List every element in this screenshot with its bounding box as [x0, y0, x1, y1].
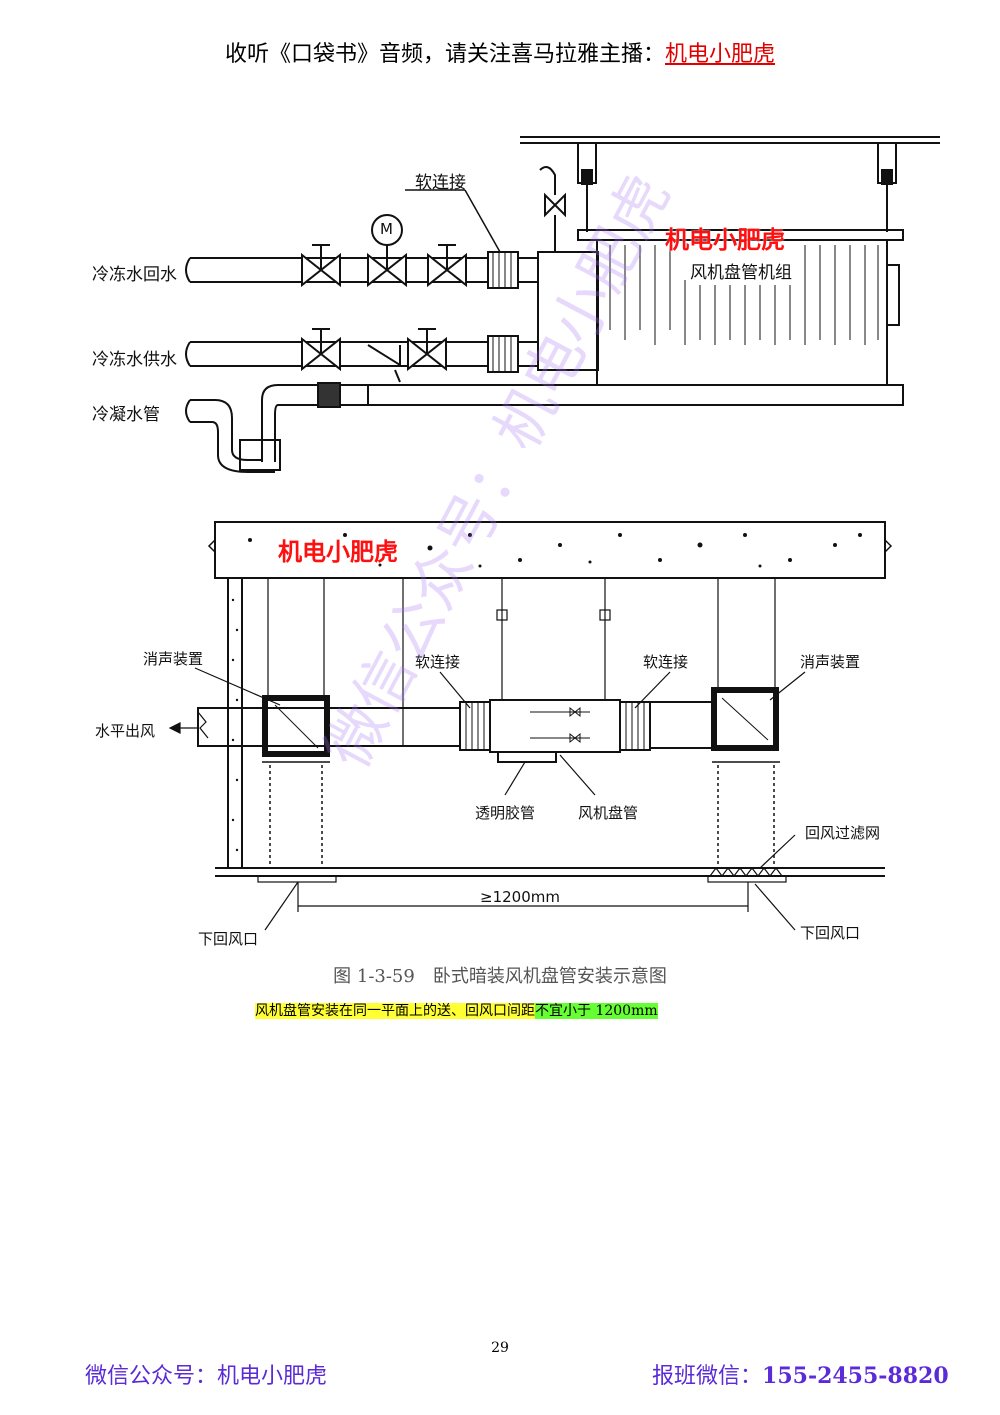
- footer-contact-label: 报班微信：: [652, 1364, 763, 1389]
- footer-contact: 报班微信：155-2455-8820: [652, 1358, 949, 1390]
- label-fcu-unit: 风机盘管机组: [690, 263, 792, 283]
- header-link[interactable]: 机电小肥虎: [665, 42, 776, 67]
- condensate-pipe: [185, 382, 368, 473]
- concrete-slab: [214, 521, 886, 579]
- label-horizontal-outlet: 水平出风: [95, 722, 156, 740]
- connection-box: [537, 251, 599, 371]
- return-ducts: [269, 765, 775, 868]
- label-condensate: 冷凝水管: [92, 405, 160, 425]
- footer-wechat: 微信公众号：机电小肥虎: [85, 1364, 328, 1389]
- hanger-left: [577, 142, 597, 232]
- label-silencer-left: 消声装置: [143, 650, 204, 668]
- label-return-water: 冷冻水回水: [92, 265, 177, 285]
- left-wall: [227, 577, 243, 869]
- watermark-bottom: 机电小肥虎: [278, 538, 398, 566]
- header-text: 收听《口袋书》音频，请关注喜马拉雅主播：: [224, 42, 665, 67]
- fan-coil-box: [489, 699, 621, 753]
- label-fan-coil: 风机盘管: [578, 804, 639, 822]
- page-header: 收听《口袋书》音频，请关注喜马拉雅主播：机电小肥虎: [0, 36, 1000, 68]
- top-diagram: [185, 136, 940, 473]
- motor-label: M: [380, 220, 393, 238]
- watermark-top: 机电小肥虎: [665, 226, 785, 254]
- hanger-rods: [267, 578, 776, 745]
- label-clear-hose: 透明胶管: [475, 804, 536, 822]
- label-soft-joint-right: 软连接: [643, 653, 689, 671]
- drain-tray: [497, 751, 557, 763]
- drain-pan: [367, 384, 904, 406]
- note-part2: 不宜小于 1200mm: [535, 1003, 658, 1019]
- label-return-vent-right: 下回风口: [800, 924, 861, 942]
- coil-fins: [609, 245, 879, 345]
- return-water-pipe: [185, 214, 538, 289]
- label-soft-joint-top: 软连接: [415, 173, 466, 193]
- label-silencer-right: 消声装置: [800, 653, 861, 671]
- note-part1: 风机盘管安装在同一平面上的送、回风口间距: [255, 1003, 535, 1019]
- footer-phone[interactable]: 155-2455-8820: [762, 1363, 949, 1389]
- hanger-right: [877, 142, 897, 232]
- label-return-filter: 回风过滤网: [805, 824, 881, 842]
- supply-water-pipe: [185, 328, 538, 383]
- bottom-diagram: [168, 521, 893, 931]
- label-distance: ≥1200mm: [480, 888, 560, 906]
- figure-caption: 图 1-3-59 卧式暗装风机盘管安装示意图: [333, 966, 667, 987]
- page-number: 29: [491, 1340, 509, 1356]
- label-return-vent-left: 下回风口: [198, 930, 259, 948]
- highlight-note: 风机盘管安装在同一平面上的送、回风口间距不宜小于 1200mm: [255, 1000, 658, 1020]
- label-supply-water: 冷冻水供水: [92, 350, 177, 370]
- soft-joint-left: [459, 701, 491, 751]
- soft-joint-right: [619, 701, 651, 751]
- silencer-left: [262, 695, 330, 757]
- leader-lines: [168, 667, 806, 931]
- return-filter: [709, 867, 783, 877]
- silencer-right: [711, 687, 779, 751]
- label-soft-joint-left: 软连接: [415, 653, 461, 671]
- slab-aggregate: [248, 533, 862, 568]
